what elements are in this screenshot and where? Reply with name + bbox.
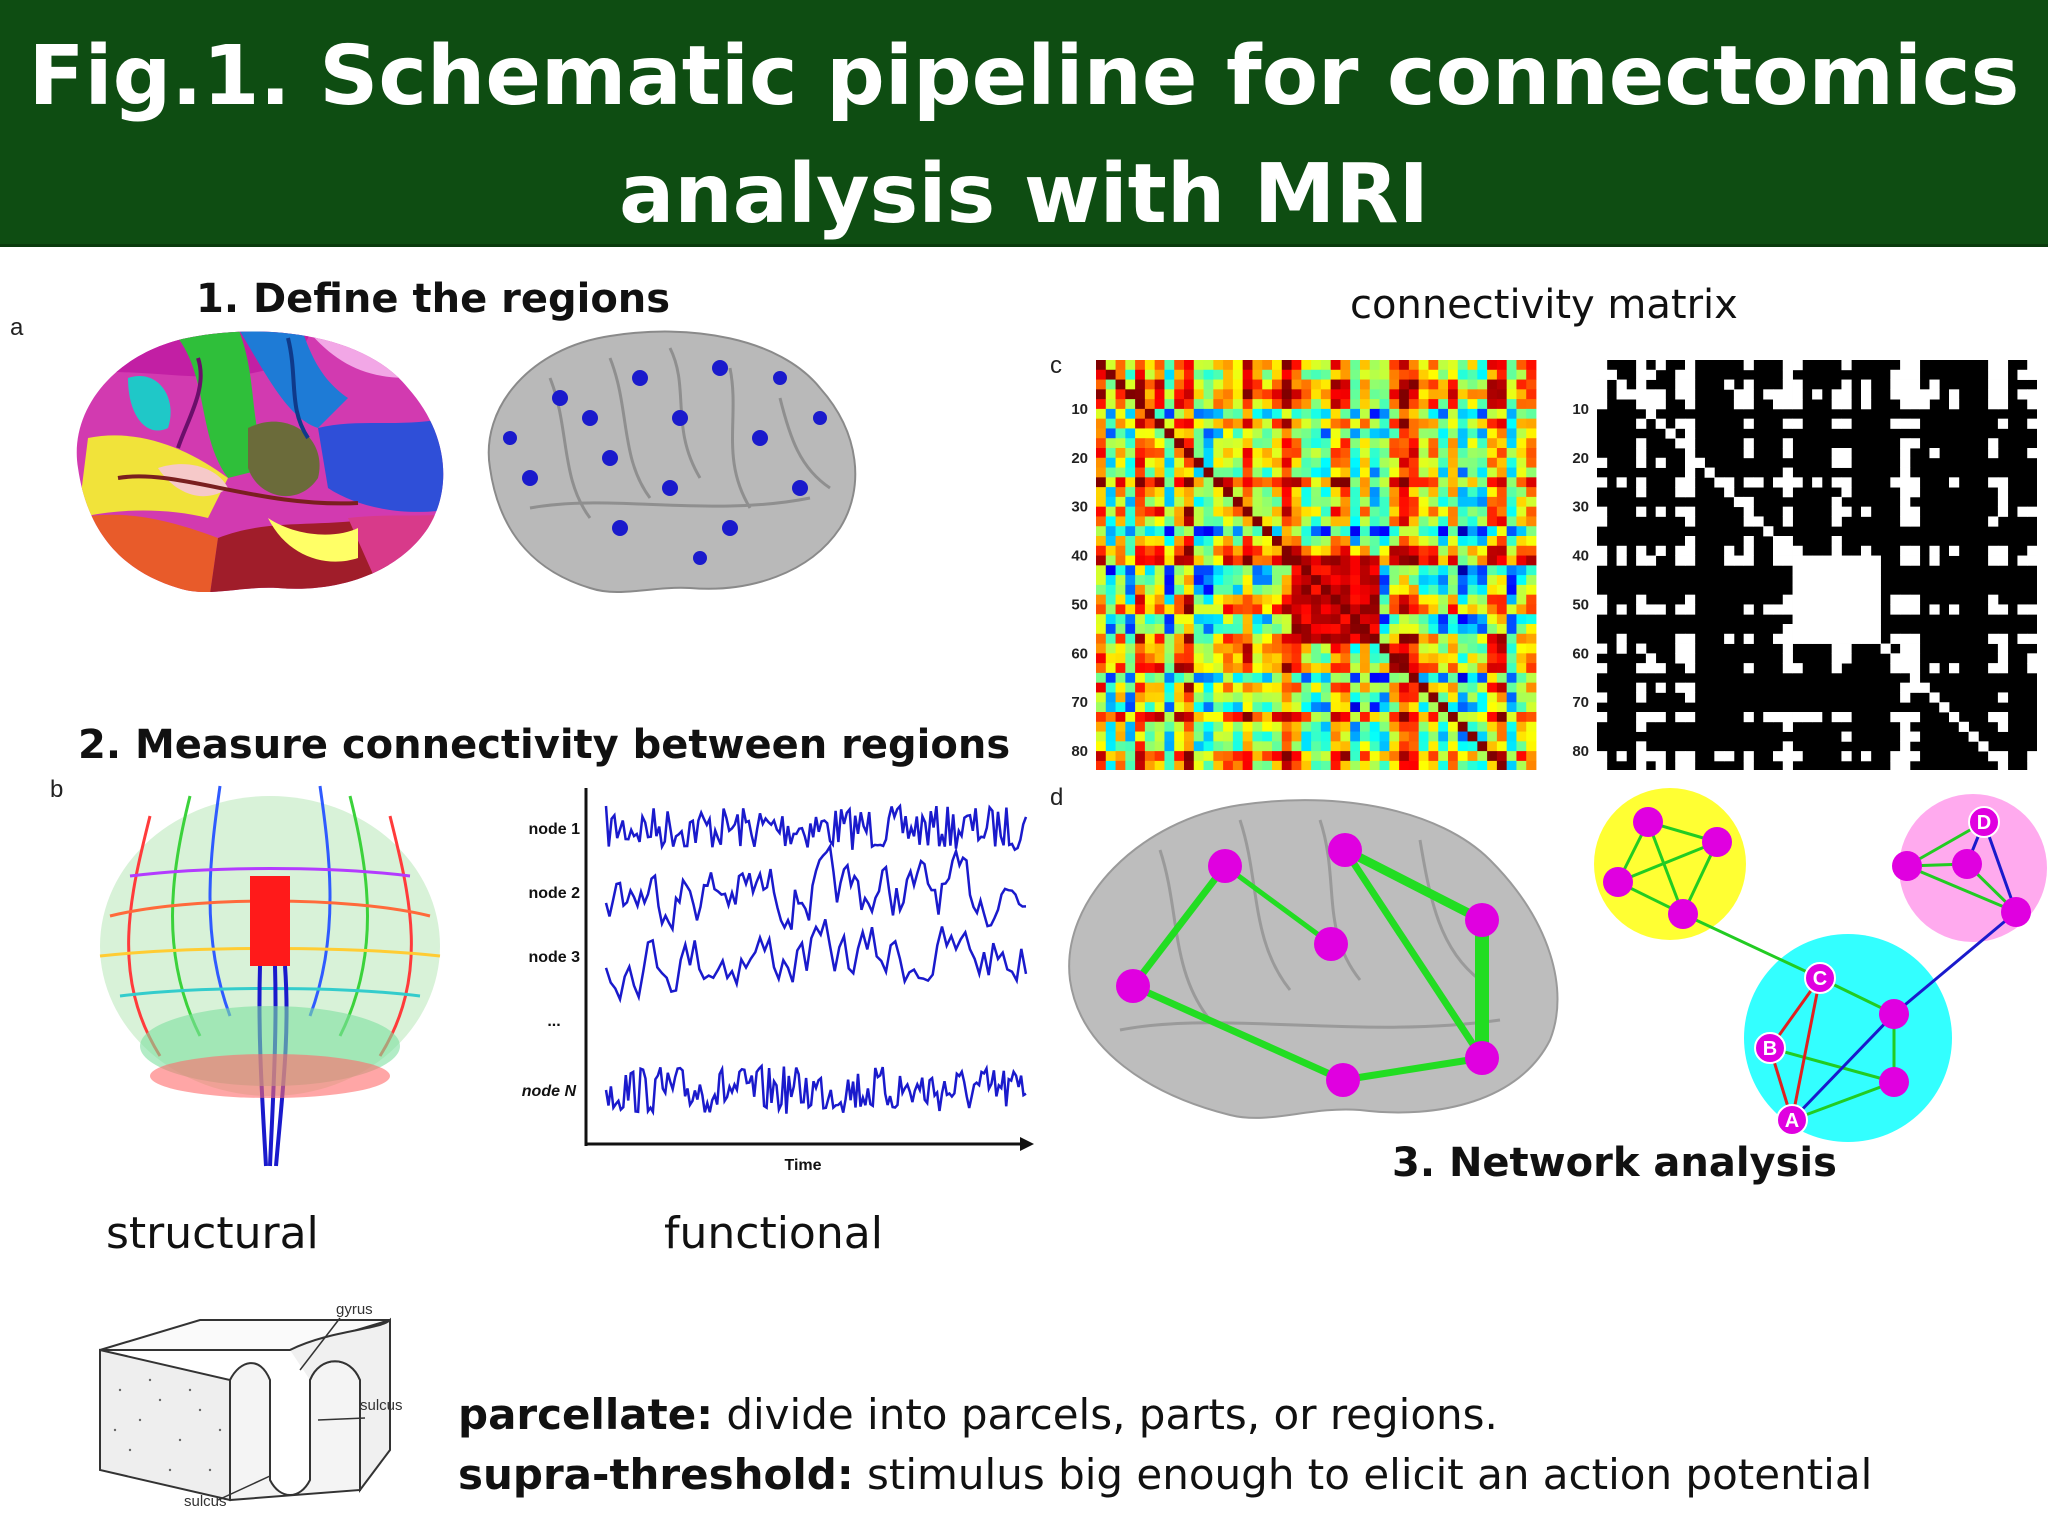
- title-banner: [0, 0, 2048, 247]
- hub-node-d: [1968, 806, 2000, 838]
- weighted-matrix-ticks: 101020203030404050506060707080809090: [1071, 401, 1088, 760]
- timeseries-node-n: [604, 1063, 1027, 1117]
- network-nodes: [1116, 833, 1499, 1097]
- label-sulcus-right: sulcus: [360, 1397, 403, 1414]
- matrix-y-tick: 40: [1071, 548, 1088, 565]
- term-parcellate: parcellate:: [458, 1390, 713, 1439]
- binary-matrix-cells: [1597, 360, 2038, 770]
- fmri-timeseries-plot: node 1 node 2 node 3 ... node N Time: [522, 788, 1034, 1174]
- node-label-3: node 3: [528, 949, 580, 966]
- caption-functional: functional: [664, 1208, 883, 1259]
- panel-letter-d: d: [1050, 784, 1064, 811]
- caption-structural: structural: [106, 1208, 319, 1259]
- modular-network-diagram: A B C D: [1594, 788, 2047, 1142]
- network-edges: [1130, 845, 1489, 1084]
- panel-letter-c: c: [1050, 352, 1062, 379]
- matrix-y-tick: 70: [1572, 694, 1589, 711]
- matrix-y-tick: 60: [1572, 645, 1589, 662]
- page-title: Fig.1. Schematic pipeline for connectomi…: [0, 18, 2048, 254]
- matrix-y-tick: 40: [1572, 548, 1589, 565]
- node-label-n: node N: [522, 1083, 577, 1100]
- title-line-1: Fig.1. Schematic pipeline for connectomi…: [28, 29, 2020, 124]
- node-label-2: node 2: [528, 885, 580, 902]
- heading-define-regions: 1. Define the regions: [196, 276, 671, 322]
- title-line-2: analysis with MRI: [618, 147, 1430, 242]
- matrix-y-tick: 30: [1572, 499, 1589, 516]
- matrix-y-tick: 30: [1071, 499, 1088, 516]
- heading-measure-connectivity: 2. Measure connectivity between regions: [78, 722, 1011, 768]
- timeseries-node-3: [604, 919, 1028, 1004]
- hub-label-a: A: [1785, 1110, 1799, 1132]
- weighted-connectivity-matrix: 101020203030404050506060707080809090: [1071, 360, 1537, 770]
- module-yellow: [1594, 788, 1746, 940]
- binary-connectivity-matrix: 101020203030404050506060707080809090: [1572, 360, 2038, 770]
- term-supra-threshold: supra-threshold:: [458, 1450, 854, 1499]
- hub-node-b: [1754, 1032, 1786, 1064]
- grey-brain-surface: [1068, 799, 1559, 1119]
- parcellated-brain-image: [76, 331, 444, 593]
- heading-network-analysis: 3. Network analysis: [1392, 1140, 1837, 1186]
- matrix-y-tick: 70: [1071, 694, 1088, 711]
- tractography-image: [99, 785, 441, 1167]
- node-label-1: node 1: [528, 821, 580, 838]
- text-supra-threshold: stimulus big enough to elicit an action …: [853, 1450, 1873, 1499]
- matrix-y-tick: 10: [1572, 401, 1589, 418]
- panel-letter-b: b: [50, 776, 64, 803]
- module-nodes: [1603, 807, 2031, 1097]
- module-edges-green: [1616, 820, 2018, 1122]
- definition-parcellate: parcellate: divide into parcels, parts, …: [458, 1390, 1498, 1439]
- matrix-y-tick: 50: [1071, 596, 1088, 613]
- hub-label-c: C: [1813, 968, 1827, 990]
- hub-label-b: B: [1763, 1038, 1777, 1060]
- text-parcellate: divide into parcels, parts, or regions.: [713, 1390, 1498, 1439]
- brain-network-graph: [1068, 799, 1559, 1119]
- label-gyrus: gyrus: [336, 1301, 373, 1318]
- hub-label-d: D: [1977, 812, 1991, 834]
- time-axis-arrow: [1020, 1137, 1034, 1151]
- hub-node-a: [1776, 1104, 1808, 1136]
- grey-brain-region-centroids: [487, 330, 857, 594]
- matrix-y-tick: 20: [1572, 450, 1589, 467]
- heading-connectivity-matrix: connectivity matrix: [1350, 282, 1738, 328]
- matrix-y-tick: 80: [1572, 743, 1589, 760]
- weighted-matrix-cells: [1096, 360, 1537, 770]
- timeseries-node-2: [604, 842, 1027, 934]
- label-sulcus-bottom: sulcus: [184, 1493, 227, 1510]
- time-label: Time: [784, 1157, 821, 1174]
- hub-node-c: [1804, 962, 1836, 994]
- binary-matrix-ticks: 101020203030404050506060707080809090: [1572, 401, 1589, 760]
- panel-letter-a: a: [10, 314, 24, 341]
- node-label-ellipsis: ...: [547, 1013, 560, 1030]
- timeseries-node-1: [604, 803, 1028, 852]
- definition-supra-threshold: supra-threshold: stimulus big enough to …: [458, 1450, 1872, 1499]
- gyrus-sulcus-sketch: gyrus sulcus sulcus: [99, 1301, 403, 1510]
- matrix-y-tick: 80: [1071, 743, 1088, 760]
- matrix-y-tick: 50: [1572, 596, 1589, 613]
- matrix-y-tick: 60: [1071, 645, 1088, 662]
- matrix-y-tick: 20: [1071, 450, 1088, 467]
- matrix-y-tick: 10: [1071, 401, 1088, 418]
- hub-nodes: A B C D: [1754, 806, 2000, 1136]
